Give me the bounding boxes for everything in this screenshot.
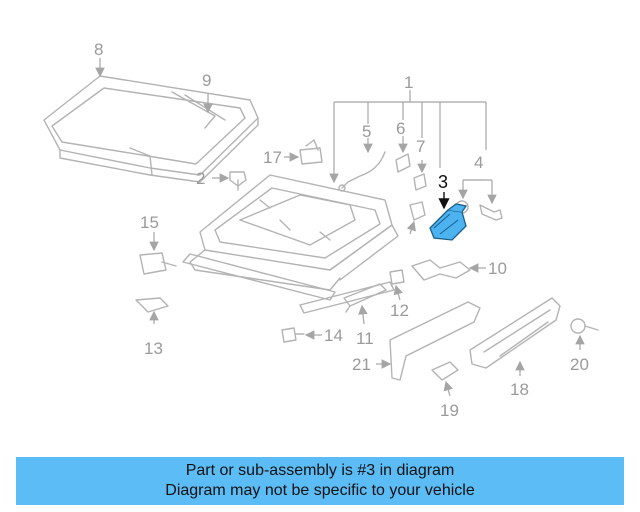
callout-12: 12 [390, 301, 409, 320]
callout-4: 4 [474, 153, 483, 172]
seat-cushion-part [43, 75, 259, 183]
banner-line-1: Part or sub-assembly is #3 in diagram [185, 462, 455, 479]
wire-frame-part-21 [389, 301, 481, 381]
callout-1: 1 [404, 73, 413, 92]
fastener-part-20 [570, 318, 599, 334]
clip-part-16 [409, 201, 426, 221]
bracket-part-17 [299, 139, 323, 165]
callout-20: 20 [570, 355, 589, 374]
callout-8: 8 [94, 40, 103, 59]
callout-3: 3 [438, 172, 448, 192]
callout-6: 6 [396, 119, 405, 138]
callout-2: 2 [196, 169, 205, 188]
cable-part-5 [338, 151, 386, 192]
clip-part-12 [389, 269, 405, 285]
callout-13: 13 [144, 339, 163, 358]
callout-18: 18 [510, 380, 529, 399]
bracket-part-19 [431, 361, 459, 381]
cover-part-11 [343, 283, 387, 313]
callout-5: 5 [362, 122, 371, 141]
callout-10: 10 [488, 259, 507, 278]
highlighted-part-3 [429, 203, 468, 241]
parts-diagram: 8 9 2 17 5 6 7 [43, 40, 599, 420]
bracket-part-15 [139, 252, 177, 275]
banner-line-2: Diagram may not be specific to your vehi… [165, 482, 475, 499]
callout-15: 15 [140, 213, 159, 232]
callout-21: 21 [352, 355, 371, 374]
clip-part-7 [413, 173, 427, 191]
seat-frame-part [182, 174, 399, 314]
side-panel-part-18 [469, 297, 561, 369]
callout-19: 19 [440, 401, 459, 420]
info-banner: Part or sub-assembly is #3 in diagram Di… [16, 457, 624, 505]
handle-part-13 [135, 297, 169, 313]
callout-group-1 [329, 90, 487, 184]
callout-7: 7 [416, 137, 425, 156]
callout-9: 9 [202, 71, 211, 90]
callout-17: 17 [263, 148, 282, 167]
callout-11: 11 [356, 329, 374, 348]
bolt-part-2 [229, 171, 247, 191]
bracket-part-10 [411, 259, 471, 281]
callout-14: 14 [324, 326, 343, 345]
knob-part-14 [281, 327, 305, 343]
clip-part-6 [395, 153, 411, 173]
